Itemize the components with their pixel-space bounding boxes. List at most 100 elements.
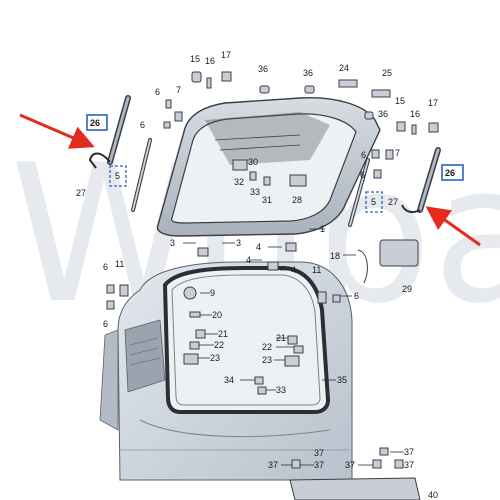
callout-9: 9 — [210, 288, 215, 298]
part-6-mr2 — [373, 169, 382, 179]
callout-36-left: 36 — [258, 64, 268, 74]
callout-25: 25 — [382, 68, 392, 78]
callout-37-b: 37 — [314, 448, 324, 458]
callout-30: 30 — [248, 157, 258, 167]
part-33-lid — [249, 171, 257, 181]
part-16-right — [411, 124, 417, 135]
part-15-left — [191, 71, 202, 83]
callout-numbers: 26 26 5 5 15 16 17 36 36 24 25 36 15 16 … — [76, 50, 455, 500]
part-9 — [183, 286, 197, 300]
callout-33: 33 — [276, 385, 286, 395]
part-4-b — [285, 242, 297, 252]
part-25 — [371, 89, 391, 98]
part-6-tl2 — [163, 121, 171, 129]
part-11-right — [317, 291, 327, 304]
part-24 — [338, 79, 358, 88]
tailgate-lid — [156, 97, 381, 237]
part-29-lock — [379, 239, 419, 267]
callout-22-right: 22 — [262, 342, 272, 352]
callout-7: 7 — [176, 85, 181, 95]
callout-34: 34 — [224, 375, 234, 385]
callout-box-5-right — [365, 191, 383, 213]
callout-1: 1 — [320, 224, 325, 234]
part-30 — [232, 159, 248, 171]
part-36-right — [364, 111, 374, 120]
spring-strut-left — [131, 138, 152, 212]
callout-5-right: 5 — [371, 197, 376, 207]
part-6-right — [332, 294, 341, 303]
callout-22-left: 22 — [214, 340, 224, 350]
callout-21-right: 21 — [276, 333, 286, 343]
callout-4-a: 4 — [246, 255, 251, 265]
callout-16-left: 16 — [205, 56, 215, 66]
part-17-right — [428, 122, 439, 133]
part-36-left — [259, 85, 270, 94]
gas-strut-left — [88, 95, 131, 169]
callout-26-left: 26 — [90, 118, 100, 128]
part-6-tl — [165, 99, 172, 109]
part-33 — [257, 386, 267, 395]
callout-11-right: 11 — [312, 265, 321, 275]
part-7-right — [385, 149, 394, 160]
callout-6-ml: 6 — [103, 262, 108, 272]
part-22-right — [293, 345, 304, 354]
red-arrow-left — [19, 113, 95, 149]
part-6-ml — [106, 284, 115, 294]
callout-33-lid: 33 — [250, 187, 260, 197]
callout-23-right: 23 — [262, 355, 272, 365]
part-31 — [263, 176, 271, 186]
callout-32: 32 — [234, 177, 244, 187]
callout-35: 35 — [337, 375, 347, 385]
part-6-ml2 — [106, 300, 115, 310]
part-37-d — [379, 447, 389, 456]
part-23-right — [284, 355, 300, 367]
callout-7-right: 7 — [395, 148, 400, 158]
part-4-a — [197, 247, 209, 257]
callout-box-5-left — [109, 165, 127, 187]
callout-37-e: 37 — [404, 460, 414, 470]
part-37-e — [394, 459, 404, 469]
gas-strut-right — [401, 147, 441, 214]
small-parts — [106, 71, 439, 500]
part-23-left — [183, 353, 199, 365]
part-4-c — [267, 261, 279, 271]
callout-3-b: 3 — [236, 238, 241, 248]
part-20 — [189, 311, 201, 318]
part-11-left — [119, 284, 129, 297]
part-22-left — [189, 341, 200, 350]
callout-37-d: 37 — [404, 447, 414, 457]
callout-6-mr: 6 — [361, 150, 366, 160]
part-34 — [254, 376, 264, 385]
callout-27-right: 27 — [388, 197, 398, 207]
callout-36-right: 36 — [378, 109, 388, 119]
callout-15-right: 15 — [395, 96, 405, 106]
callout-23-left: 23 — [210, 353, 220, 363]
callout-37-a: 37 — [268, 460, 278, 470]
callout-36-mid: 36 — [303, 68, 313, 78]
part-7 — [174, 111, 183, 122]
part-16-left — [206, 77, 212, 89]
part-37-a — [291, 459, 301, 469]
callout-3-a: 3 — [170, 238, 175, 248]
part-21-right — [287, 335, 298, 345]
spring-strut-right — [348, 158, 370, 227]
part-36-mid — [304, 85, 315, 94]
callout-4-b: 4 — [256, 242, 261, 252]
part-21-left — [195, 329, 206, 339]
callout-28: 28 — [292, 195, 302, 205]
callout-17-right: 17 — [428, 98, 438, 108]
callout-17-left: 17 — [221, 50, 231, 60]
part-6-mr — [371, 149, 380, 159]
part-40-panel — [289, 477, 421, 500]
part-28 — [289, 174, 307, 187]
callout-15-left: 15 — [190, 54, 200, 64]
callout-31: 31 — [262, 195, 272, 205]
callout-6-tl2: 6 — [140, 120, 145, 130]
callout-18: 18 — [330, 251, 340, 261]
callout-37-c: 37 — [345, 460, 355, 470]
callout-26-right: 26 — [445, 168, 455, 178]
part-17-left — [221, 71, 232, 82]
red-arrow-right — [425, 206, 481, 247]
